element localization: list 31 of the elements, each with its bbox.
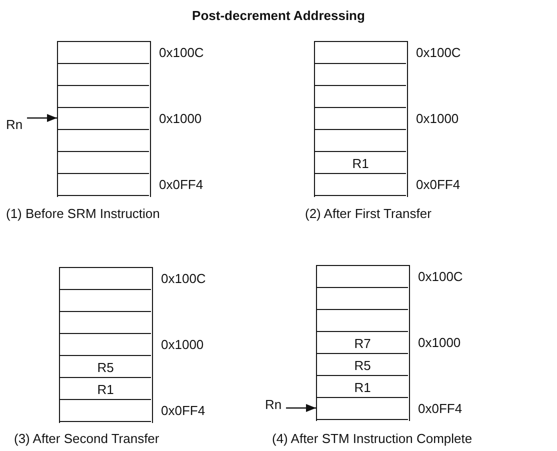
stack-caption: (2) After First Transfer bbox=[305, 206, 432, 221]
address-label: 0x0FF4 bbox=[159, 177, 204, 192]
address-label: 0x1000 bbox=[161, 337, 204, 352]
register-cell: R5 bbox=[60, 356, 151, 378]
address-label: 0x100C bbox=[418, 269, 463, 284]
register-cell: R1 bbox=[317, 376, 408, 398]
memory-stack bbox=[59, 267, 153, 422]
address-label: 0x1000 bbox=[418, 335, 461, 350]
address-label: 0x1000 bbox=[159, 111, 202, 126]
register-cell: R5 bbox=[317, 354, 408, 376]
memory-stack bbox=[57, 41, 151, 196]
address-label: 0x0FF4 bbox=[161, 403, 206, 418]
address-label: 0x0FF4 bbox=[418, 401, 462, 416]
pointer-arrow bbox=[286, 404, 316, 412]
memory-stack bbox=[316, 265, 410, 420]
stack-caption: (3) After Second Transfer bbox=[14, 431, 160, 446]
diagram-title: Post-decrement Addressing bbox=[191, 8, 366, 23]
address-label: 0x100C bbox=[159, 45, 204, 60]
address-label: 0x1000 bbox=[416, 111, 459, 126]
address-label: 0x100C bbox=[416, 45, 461, 60]
pointer-arrow bbox=[27, 114, 57, 122]
pointer-label: Rn bbox=[6, 117, 23, 132]
address-label: 0x100C bbox=[161, 271, 206, 286]
address-label: 0x0FF4 bbox=[416, 177, 460, 192]
register-cell: R1 bbox=[315, 152, 406, 174]
pointer-label: Rn bbox=[265, 397, 282, 412]
stack-caption: (1) Before SRM Instruction bbox=[6, 206, 160, 221]
stack-caption: (4) After STM Instruction Complete bbox=[272, 431, 472, 446]
register-cell: R1 bbox=[60, 378, 151, 400]
register-cell: R7 bbox=[317, 332, 408, 354]
memory-stack bbox=[314, 41, 408, 196]
